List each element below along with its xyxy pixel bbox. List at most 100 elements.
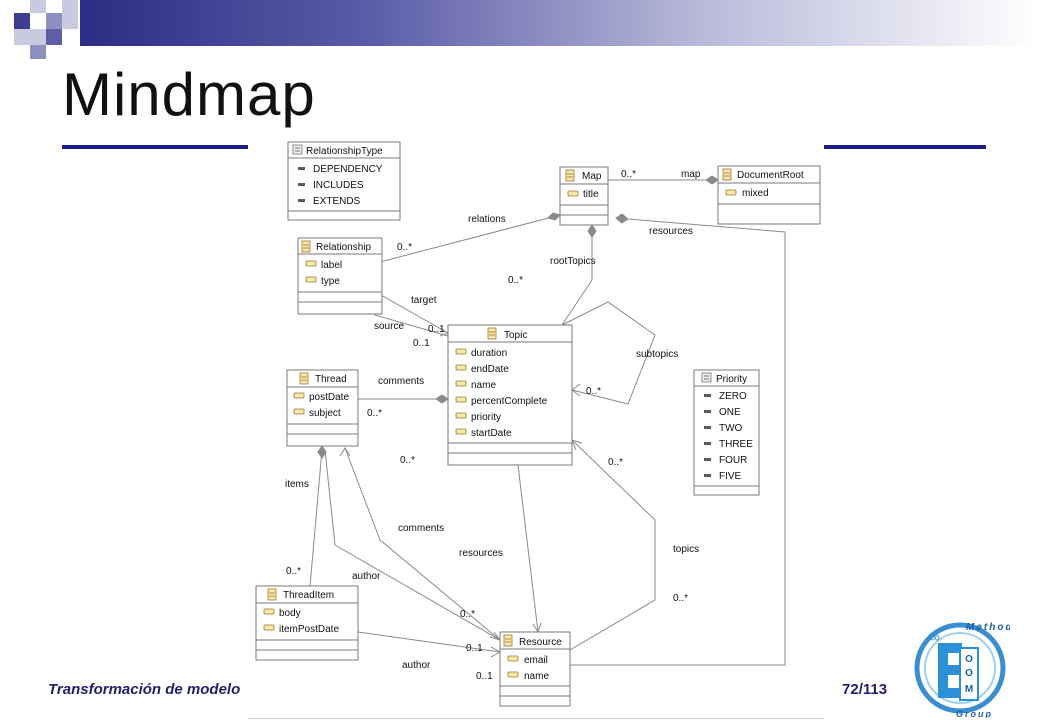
literal-icon bbox=[298, 167, 305, 170]
role-label: rootTopics bbox=[550, 256, 596, 267]
attribute-icon bbox=[567, 190, 579, 197]
multiplicity-label: 0..* bbox=[586, 386, 601, 397]
assoc-subtopics bbox=[561, 301, 656, 405]
enum-literal: FOUR bbox=[719, 455, 747, 466]
assoc-author-thread bbox=[324, 449, 501, 641]
decor-square bbox=[46, 29, 62, 45]
attribute: percentComplete bbox=[471, 396, 548, 407]
attribute-icon bbox=[293, 392, 305, 399]
enum-literal: INCLUDES bbox=[313, 180, 364, 191]
role-label: subtopics bbox=[636, 349, 678, 360]
attribute-icon bbox=[305, 276, 317, 283]
oomethod-logo: O O M Method Group ∞ bbox=[914, 622, 1010, 718]
attribute-icon bbox=[293, 408, 305, 415]
arrow-head bbox=[339, 447, 351, 457]
slide-title: Mindmap bbox=[62, 61, 316, 128]
decor-square bbox=[30, 29, 46, 45]
class-name: RelationshipType bbox=[306, 146, 383, 157]
logo-letter: O bbox=[965, 654, 973, 665]
decor-square bbox=[62, 0, 78, 13]
assoc-resources-topic bbox=[517, 464, 539, 633]
decor-square bbox=[14, 13, 30, 29]
footer-text: Transformación de modelo bbox=[48, 681, 241, 698]
role-label: resources bbox=[459, 548, 503, 559]
composition-diamond bbox=[317, 445, 327, 459]
role-label: items bbox=[285, 479, 309, 490]
attribute: title bbox=[583, 189, 599, 200]
literal-icon bbox=[704, 458, 711, 461]
role-label: comments bbox=[398, 523, 444, 534]
class-resource: Resource email name bbox=[499, 631, 571, 707]
enum-literal: DEPENDENCY bbox=[313, 164, 383, 175]
class-priority: Priority ZERO ONE TWO THREE FOUR FIVE bbox=[693, 369, 760, 496]
enum-literal: TWO bbox=[719, 423, 743, 434]
attribute: postDate bbox=[309, 392, 349, 403]
class-name: Priority bbox=[716, 374, 747, 385]
class-icon bbox=[565, 169, 575, 182]
multiplicity-label: 0..* bbox=[367, 408, 382, 419]
attribute: startDate bbox=[471, 428, 512, 439]
page-number: 72/113 bbox=[842, 681, 887, 698]
assoc-items bbox=[309, 449, 323, 587]
multiplicity-label: 0..* bbox=[460, 609, 475, 620]
logo-letter: O bbox=[965, 668, 973, 679]
multiplicity-label: 0..* bbox=[673, 593, 688, 604]
infinity-icon: ∞ bbox=[930, 629, 940, 645]
decor-square bbox=[14, 29, 30, 45]
assoc-roottopics bbox=[561, 225, 593, 326]
role-label: author bbox=[402, 660, 431, 671]
class-icon bbox=[503, 634, 513, 647]
decor-square bbox=[30, 45, 46, 59]
literal-icon bbox=[704, 410, 711, 413]
assoc-author-item bbox=[357, 631, 501, 653]
enum-literal: FIVE bbox=[719, 471, 742, 482]
title-rule-right bbox=[824, 145, 986, 149]
logo-text-top: Method bbox=[966, 622, 1010, 633]
class-topic: Topic duration endDate name percentCompl… bbox=[447, 324, 573, 466]
attribute-icon bbox=[455, 412, 467, 419]
class-name: Topic bbox=[504, 330, 527, 341]
decor-square bbox=[30, 0, 46, 13]
attribute-icon bbox=[507, 671, 519, 678]
enum-literal: ONE bbox=[719, 407, 741, 418]
attribute-icon bbox=[455, 380, 467, 387]
role-label: author bbox=[352, 571, 381, 582]
page-current: 72 bbox=[842, 681, 859, 698]
attribute-icon bbox=[455, 364, 467, 371]
multiplicity-label: 0..* bbox=[400, 455, 415, 466]
attribute-icon bbox=[305, 260, 317, 267]
assoc-target bbox=[371, 289, 449, 334]
multiplicity-label: 0..* bbox=[608, 457, 623, 468]
enum-literal: EXTENDS bbox=[313, 196, 361, 207]
multiplicity-label: 0..1 bbox=[466, 643, 483, 654]
multiplicity-label: 0..1 bbox=[413, 338, 430, 349]
attribute: name bbox=[524, 671, 549, 682]
class-relationshiptype: RelationshipType DEPENDENCY INCLUDES EXT… bbox=[287, 141, 401, 221]
multiplicity-label: 0..* bbox=[508, 275, 523, 286]
class-documentroot: DocumentRoot mixed bbox=[717, 165, 821, 225]
assoc-relations bbox=[379, 214, 561, 263]
association-labels: 0..* map relations resources 0..* rootTo… bbox=[285, 169, 701, 682]
attribute: itemPostDate bbox=[279, 624, 339, 635]
attribute-icon bbox=[725, 189, 737, 196]
role-label: source bbox=[374, 321, 404, 332]
multiplicity-label: 0..1 bbox=[476, 671, 493, 682]
attribute: email bbox=[524, 655, 548, 666]
diagram-bottom-border bbox=[248, 718, 824, 719]
multiplicity-label: 0..* bbox=[286, 566, 301, 577]
attribute-icon bbox=[455, 348, 467, 355]
class-relationship: Relationship label type bbox=[297, 237, 383, 315]
role-label: map bbox=[681, 169, 701, 180]
attribute: subject bbox=[309, 408, 341, 419]
composition-diamond bbox=[705, 175, 719, 185]
class-icon bbox=[299, 372, 309, 385]
logo-text-bottom: Group bbox=[956, 709, 993, 718]
class-icon bbox=[267, 588, 277, 601]
enum-literal: THREE bbox=[719, 439, 753, 450]
literal-icon bbox=[298, 199, 305, 202]
assoc-comments-resource bbox=[344, 447, 501, 641]
attribute: endDate bbox=[471, 364, 509, 375]
multiplicity-label: 0..* bbox=[621, 169, 636, 180]
title-rule-left bbox=[62, 145, 248, 149]
attribute: duration bbox=[471, 348, 507, 359]
